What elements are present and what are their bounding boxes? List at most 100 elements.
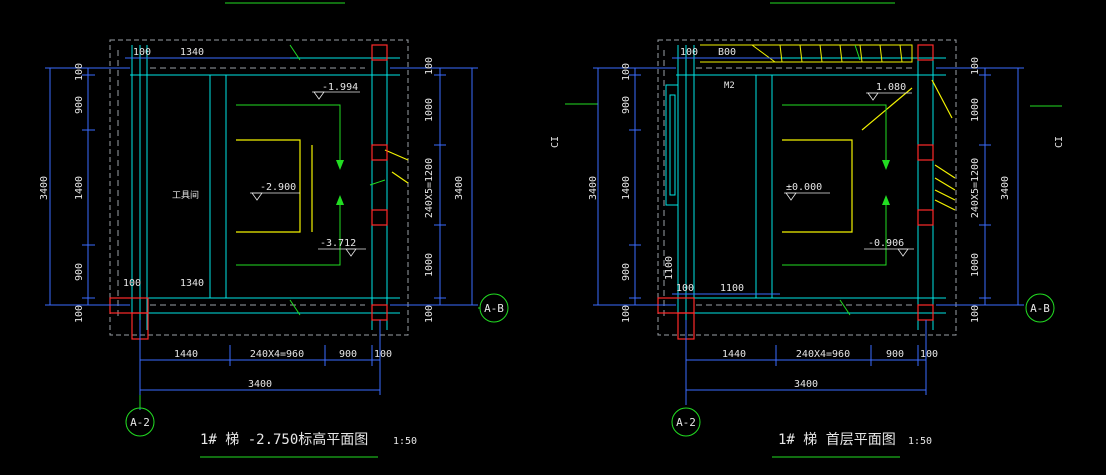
right-dim-lines-bottom — [685, 320, 927, 405]
right-elev-bottom-label: -0.906 — [868, 238, 904, 249]
right-dim-left-d: 900 — [621, 263, 632, 281]
left-elev-middle: -2.900 — [250, 182, 300, 201]
right-railing — [700, 44, 913, 63]
left-elev-bottom-label: -3.712 — [320, 238, 356, 249]
right-right-dims: 100 1000 240X5=1200 1000 100 3400 — [970, 57, 1011, 323]
left-dashed-walls — [117, 50, 365, 320]
right-flow-lines — [782, 44, 887, 316]
left-dim-lines-right — [390, 67, 478, 306]
right-dim-bottom-total: 3400 — [794, 379, 818, 390]
left-elev-middle-label: -2.900 — [260, 182, 296, 193]
left-dim-left-c: 1400 — [74, 176, 85, 200]
right-elev-middle-label: ±0.000 — [786, 182, 822, 193]
left-outline — [109, 39, 409, 336]
left-dim-left-b: 900 — [74, 96, 85, 114]
right-grid-ab-label: A-B — [1030, 302, 1050, 315]
left-flow-lines — [236, 44, 386, 316]
left-side-label: CI — [550, 136, 561, 148]
left-inner-dim-2: 1340 — [180, 278, 204, 289]
right-dim-right-e: 100 — [970, 305, 981, 323]
left-room-label: 工具间 — [172, 189, 199, 201]
right-dim-bottom-c: 900 — [886, 349, 904, 360]
right-dim-bottom-b: 240X4=960 — [796, 349, 850, 360]
right-dim-right-c: 240X5=1200 — [970, 158, 981, 218]
left-dim-bottom-b: 240X4=960 — [250, 349, 304, 360]
left-dim-left-e: 100 — [74, 305, 85, 323]
left-plan: A-2 A-B 100 1340 100 1340 100 900 1400 9… — [39, 39, 598, 458]
right-dim-left-extra: 1100 — [664, 256, 675, 280]
left-grid-a2-label: A-2 — [130, 416, 150, 429]
right-dim-right-b: 1000 — [970, 98, 981, 122]
right-inner-dim-2: 1100 — [720, 283, 744, 294]
left-dim-bottom-d: 100 — [374, 349, 392, 360]
left-arrow-up — [336, 195, 344, 205]
left-dim-bottom-total: 3400 — [248, 379, 272, 390]
left-dim-right-a: 100 — [424, 57, 435, 75]
right-stair — [782, 79, 956, 233]
right-grid-a2-circle — [671, 407, 701, 437]
left-grid-ab-label: A-B — [484, 302, 504, 315]
right-arrow-up — [882, 195, 890, 205]
right-dim-lines-top — [672, 57, 780, 295]
right-grid-ab-circle — [1025, 293, 1055, 323]
right-dim-lines-right — [936, 67, 1024, 306]
right-plan-scale: 1:50 — [908, 436, 932, 447]
right-left-dims: 100 900 1400 900 100 3400 1100 — [588, 63, 675, 323]
right-dim-left-a: 100 — [621, 63, 632, 81]
right-dim-left-total: 3400 — [588, 176, 599, 200]
left-grid-ab-circle — [479, 293, 509, 323]
right-outline — [657, 39, 957, 336]
left-dim-right-c: 240X5=1200 — [424, 158, 435, 218]
left-inner-dim-1: 100 — [123, 278, 141, 289]
left-plan-scale: 1:50 — [393, 436, 417, 447]
right-elev-top: 1.080 — [866, 82, 912, 101]
right-grid-a2-label: A-2 — [676, 416, 696, 429]
left-dim-bottom-c: 900 — [339, 349, 357, 360]
right-plan: A-2 A-B 100 B00 100 1100 100 900 1400 90… — [588, 39, 1065, 458]
right-walls — [665, 45, 946, 330]
right-top-dim-1: 100 — [680, 47, 698, 58]
left-elev-top: -1.994 — [312, 82, 360, 100]
right-elev-top-label: 1.080 — [876, 82, 906, 93]
right-dim-left-b: 900 — [621, 96, 632, 114]
left-dim-left-d: 900 — [74, 263, 85, 281]
left-dim-bottom-a: 1440 — [174, 349, 198, 360]
right-dim-bottom-a: 1440 — [722, 349, 746, 360]
left-dim-right-b: 1000 — [424, 98, 435, 122]
left-grid-a2-circle — [125, 407, 155, 437]
left-right-dims: 100 1000 240X5=1200 1000 100 3400 — [424, 57, 465, 323]
left-dim-left-total: 3400 — [39, 176, 50, 200]
right-plan-title: 1# 梯 首层平面图 — [778, 432, 896, 448]
right-dim-lines-left — [593, 67, 676, 306]
left-elev-top-label: -1.994 — [322, 82, 358, 93]
left-top-dim-2: 1340 — [180, 47, 204, 58]
left-dim-right-total: 3400 — [454, 176, 465, 200]
left-plan-title: 1# 梯 -2.750标高平面图 — [200, 431, 368, 448]
left-dim-right-d: 1000 — [424, 253, 435, 277]
right-arrow-down — [882, 160, 890, 170]
right-door-label: M2 — [724, 81, 735, 91]
right-dim-right-total: 3400 — [1000, 176, 1011, 200]
left-left-dims: 100 900 1400 900 100 3400 — [39, 63, 85, 323]
right-dim-left-e: 100 — [621, 305, 632, 323]
left-top-dim-1: 100 — [133, 47, 151, 58]
right-side-label: CI — [1054, 136, 1065, 148]
right-top-dim-2: B00 — [718, 47, 736, 58]
right-dim-right-a: 100 — [970, 57, 981, 75]
left-dim-right-e: 100 — [424, 305, 435, 323]
left-dim-lines-bottom — [139, 320, 381, 410]
right-inner-dim-1: 100 — [676, 283, 694, 294]
right-elev-bottom: -0.906 — [864, 238, 914, 257]
right-bottom-dims: 1440 240X4=960 900 100 3400 — [722, 349, 938, 390]
right-dim-left-c: 1400 — [621, 176, 632, 200]
left-dim-left-a: 100 — [74, 63, 85, 81]
left-stair — [236, 139, 409, 233]
right-elev-middle: ±0.000 — [784, 182, 830, 201]
left-dim-lines-left — [45, 67, 130, 306]
left-arrow-down — [336, 160, 344, 170]
left-elev-bottom: -3.712 — [318, 238, 366, 257]
right-dashed-walls — [663, 50, 912, 320]
right-dim-bottom-d: 100 — [920, 349, 938, 360]
